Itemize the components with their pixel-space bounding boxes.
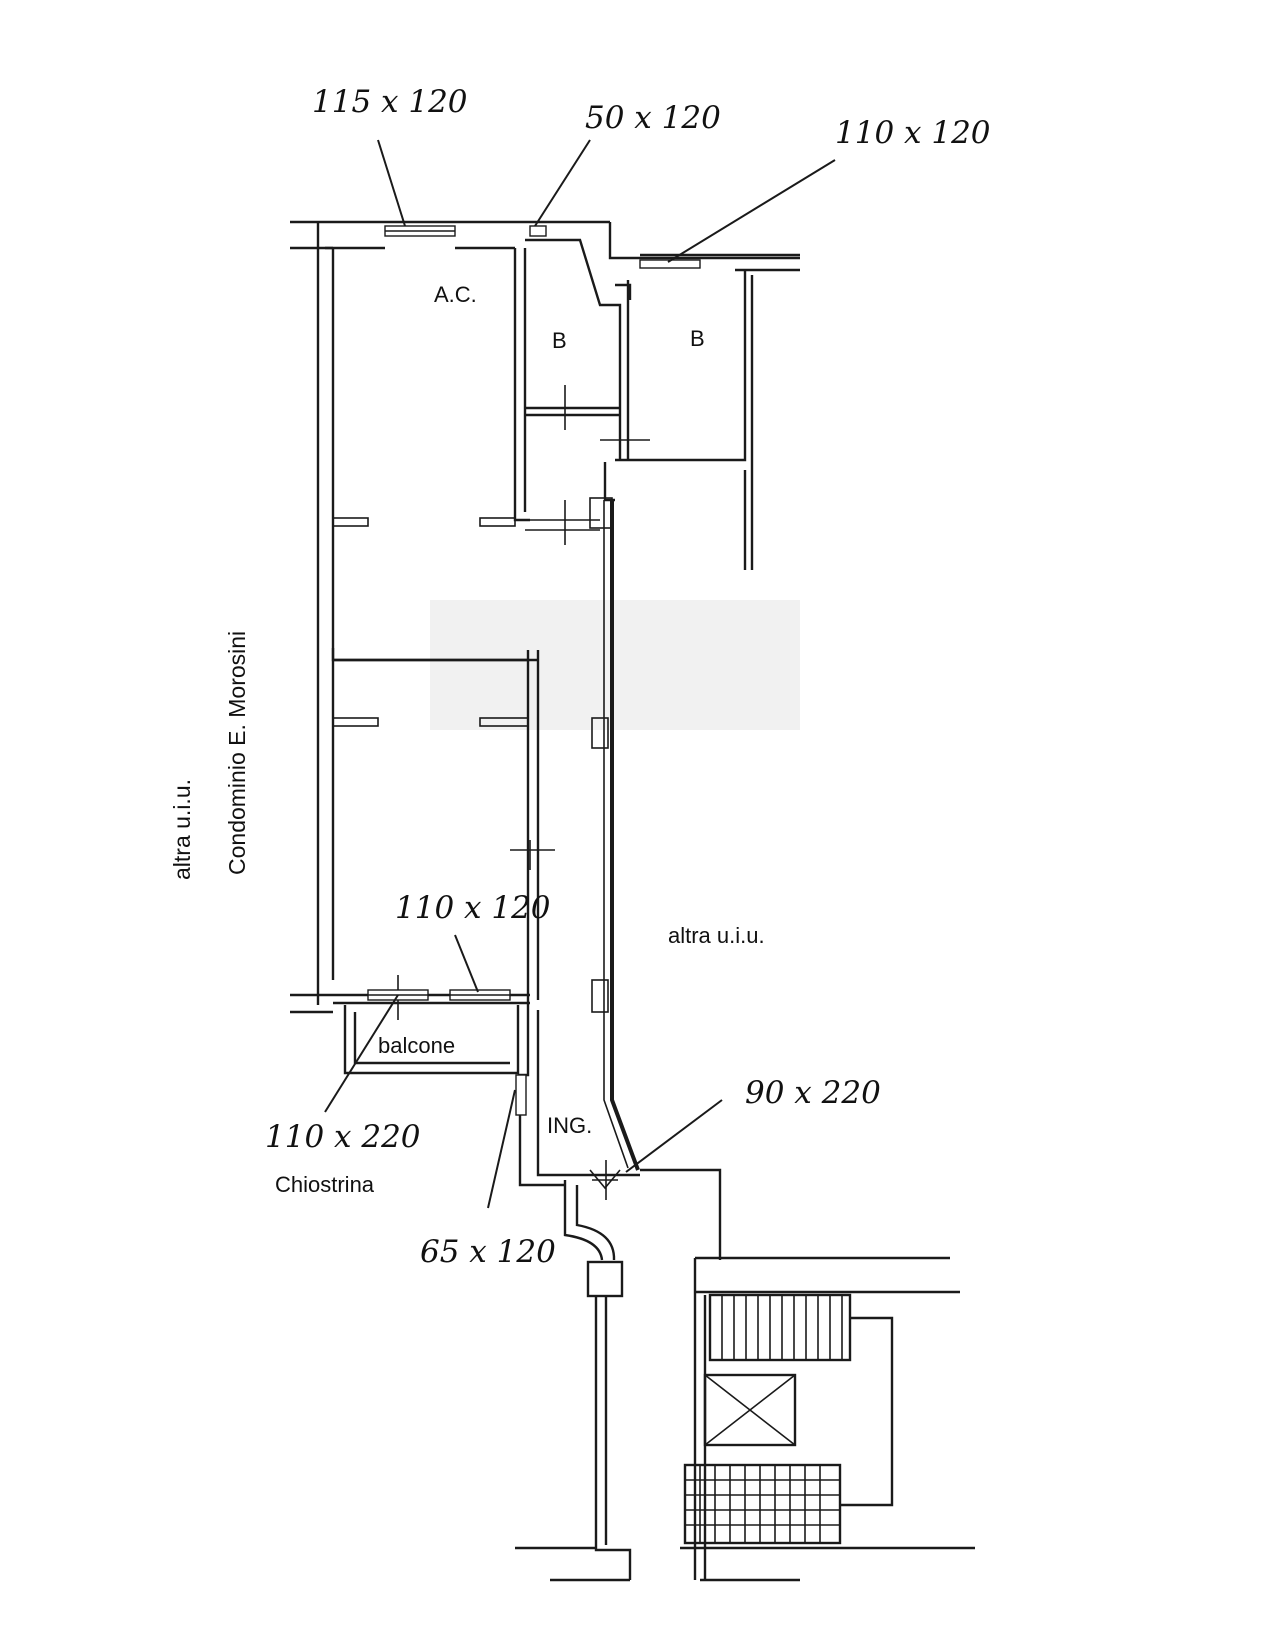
opening-note-entrance-door: 90 x 220 bbox=[745, 1075, 881, 1111]
neighbor-label-right: altra u.i.u. bbox=[668, 923, 765, 948]
upper-stair-treads bbox=[721, 1295, 843, 1360]
room-label-bath-2: B bbox=[690, 326, 705, 351]
room-label-ingresso: ING. bbox=[547, 1113, 592, 1138]
leader-lines bbox=[324, 139, 836, 1209]
neighbor-label-left-inner: Condominio E. Morosini bbox=[224, 631, 250, 875]
opening-note-top-left: 115 x 120 bbox=[312, 84, 468, 120]
opening-note-top-right: 110 x 120 bbox=[835, 115, 991, 151]
opening-note-top-middle: 50 x 120 bbox=[585, 100, 721, 136]
opening-note-courtyard-window: 65 x 120 bbox=[420, 1234, 556, 1270]
stairwell bbox=[515, 1185, 975, 1582]
exterior-walls bbox=[290, 220, 800, 1260]
room-label-bath-1: B bbox=[552, 328, 567, 353]
room-label-ac: A.C. bbox=[434, 282, 477, 307]
courtyard-label: Chiostrina bbox=[275, 1172, 375, 1197]
opening-note-balcony-window: 110 x 120 bbox=[395, 890, 551, 926]
watermark bbox=[430, 600, 800, 730]
lower-stair-treads bbox=[685, 1465, 840, 1543]
elevator-shaft bbox=[703, 1373, 797, 1447]
room-label-balcone: balcone bbox=[378, 1033, 455, 1058]
neighbor-label-left-outer: altra u.i.u. bbox=[169, 779, 195, 880]
opening-note-balcony-door: 110 x 220 bbox=[265, 1119, 421, 1155]
